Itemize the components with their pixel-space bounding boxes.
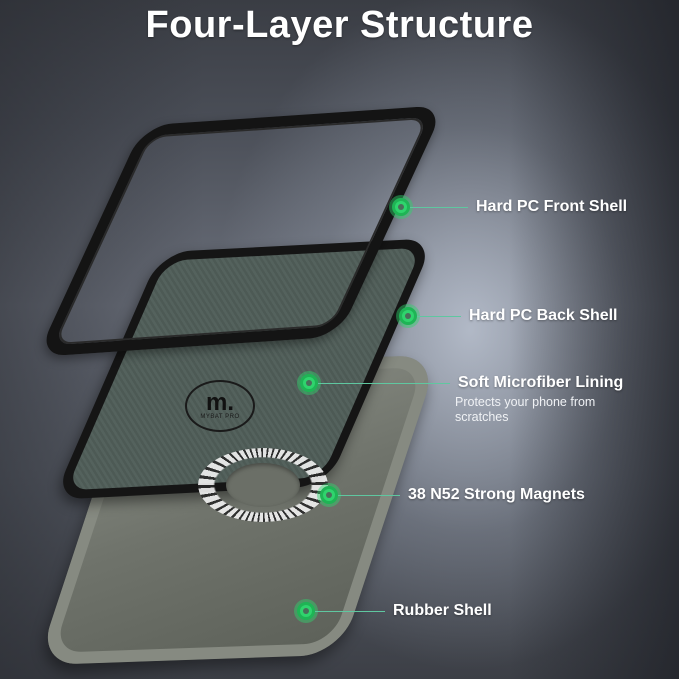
callout-label: Hard PC Back Shell: [469, 307, 618, 324]
brand-logo: m. MYBAT PRO: [185, 380, 255, 432]
callout-label: 38 N52 Strong Magnets: [408, 486, 585, 503]
logo-mark: m.: [205, 389, 234, 416]
magnet-ring-icon: [198, 448, 328, 522]
callout-back-shell: Hard PC Back Shell: [399, 307, 618, 325]
callout-front-shell: Hard PC Front Shell: [392, 198, 627, 216]
green-dot-marker-icon: [300, 374, 318, 392]
description-line: Protects your phone from: [455, 395, 596, 409]
green-dot-marker-icon: [392, 198, 410, 216]
green-dot-marker-icon: [297, 602, 315, 620]
green-dot-marker-icon: [320, 486, 338, 504]
connector-line: [410, 206, 468, 208]
callout-magnets: 38 N52 Strong Magnets: [320, 486, 585, 504]
logo-text: MYBAT PRO: [200, 414, 240, 420]
green-dot-marker-icon: [399, 307, 417, 325]
callout-description: Protects your phone from scratches: [455, 395, 595, 425]
page-title: Four-Layer Structure: [145, 4, 534, 46]
callout-label: Soft Microfiber Lining: [458, 374, 624, 391]
callout-rubber-shell: Rubber Shell: [297, 602, 492, 620]
connector-line: [338, 494, 400, 496]
callout-microfiber: Soft Microfiber Lining: [300, 374, 623, 392]
callout-label: Rubber Shell: [393, 602, 492, 619]
callout-label: Hard PC Front Shell: [476, 198, 628, 215]
connector-line: [417, 315, 461, 317]
connector-line: [315, 610, 385, 612]
connector-line: [318, 382, 450, 384]
description-line: scratches: [455, 410, 509, 424]
